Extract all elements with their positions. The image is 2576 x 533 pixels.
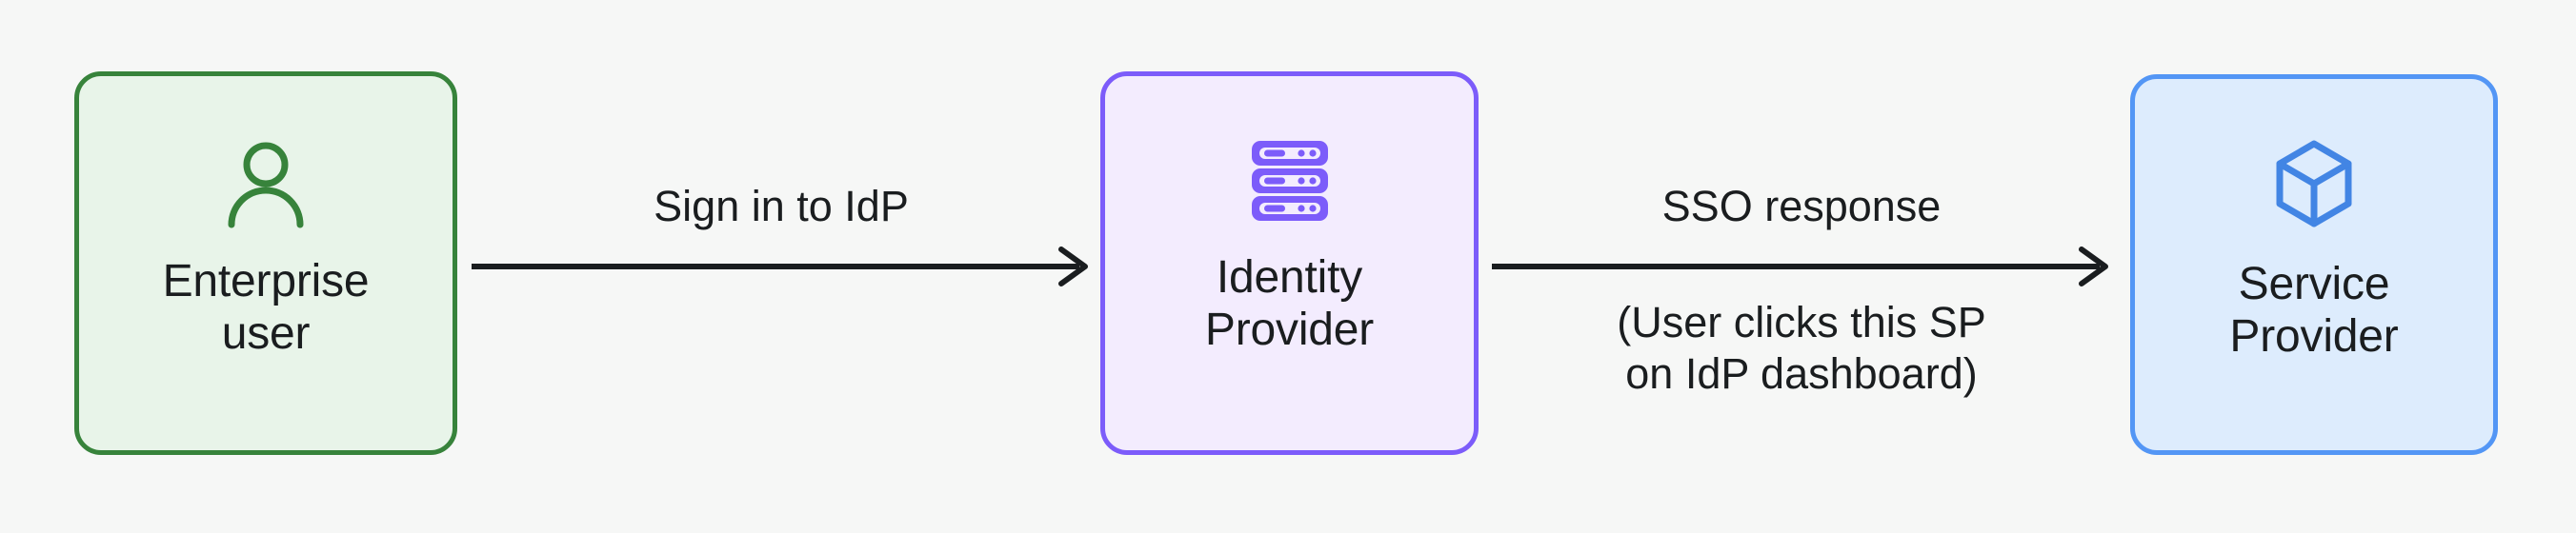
edge-sso-response-label: SSO response: [1661, 182, 1942, 230]
user-icon: [218, 135, 313, 230]
node-enterprise-user-label: Enterprise user: [162, 256, 370, 359]
cube-icon: [2270, 138, 2358, 229]
edge-signin-label: Sign in to IdP: [654, 182, 909, 230]
edge-sso-response-note: (User clicks this SP on IdP dashboard): [1617, 298, 1986, 398]
node-service-provider[interactable]: Service Provider: [2130, 74, 2498, 455]
server-icon: [1246, 137, 1334, 225]
node-service-provider-label: Service Provider: [2229, 259, 2399, 362]
node-identity-provider-label: Identity Provider: [1204, 252, 1375, 355]
arrow-enterprise-user-to-identity-provider: [472, 247, 1088, 286]
node-identity-provider[interactable]: Identity Provider: [1100, 71, 1479, 455]
node-enterprise-user[interactable]: Enterprise user: [74, 71, 457, 455]
arrow-identity-provider-to-service-provider: [1492, 247, 2108, 286]
